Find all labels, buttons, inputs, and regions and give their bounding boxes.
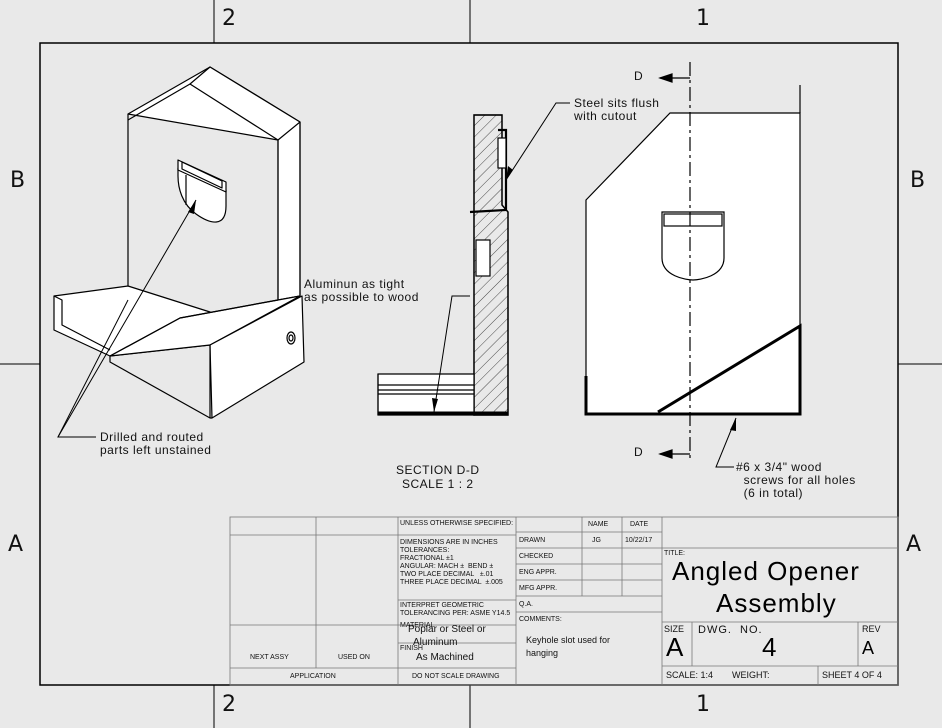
tb-rev-value: A	[862, 638, 875, 658]
zone-label-right-a: A	[906, 532, 922, 557]
zone-label-top-1: 1	[696, 6, 710, 31]
note-screws: #6 x 3/4" wood screws for all holes (6 i…	[736, 460, 856, 500]
tb-size-value: A	[666, 632, 684, 662]
front-view	[584, 62, 802, 460]
leader-arrows	[188, 166, 736, 431]
section-scale: SCALE 1 : 2	[402, 477, 474, 491]
tb-size-label: SIZE	[664, 624, 685, 634]
note-drilled: Drilled and routed parts left unstained	[100, 430, 212, 457]
tb-dwg-no-label: DWG. NO.	[698, 624, 763, 636]
tb-title-label: TITLE:	[664, 550, 686, 557]
tb-do-not-scale: DO NOT SCALE DRAWING	[412, 673, 500, 680]
tb-unless: UNLESS OTHERWISE SPECIFIED:	[400, 520, 514, 527]
section-marker-top: D	[634, 69, 644, 83]
section-marker-bottom: D	[634, 445, 644, 459]
zone-label-left-a: A	[8, 532, 24, 557]
tb-finish-value: As Machined	[416, 652, 474, 663]
tb-checked-label: CHECKED	[519, 553, 554, 560]
drawing-title-line2: Assembly	[716, 588, 837, 618]
zone-label-left-b: B	[10, 168, 26, 193]
tb-dimensions: DIMENSIONS ARE IN INCHES TOLERANCES: FRA…	[400, 539, 503, 586]
title-block-grid	[229, 516, 899, 686]
tb-sheet: SHEET 4 OF 4	[822, 670, 882, 680]
tb-drawn-label: DRAWN	[519, 537, 546, 544]
tb-rev-label: REV	[862, 624, 881, 634]
tb-name-header: NAME	[588, 521, 609, 528]
tb-weight: WEIGHT:	[732, 670, 770, 680]
tb-next-assy: NEXT ASSY	[250, 654, 289, 661]
tb-comments-label: COMMENTS:	[519, 616, 562, 623]
tb-interpret: INTERPRET GEOMETRIC TOLERANCING PER: ASM…	[400, 602, 511, 617]
drawing-title-line1: Angled Opener	[672, 556, 860, 586]
zone-label-bottom-2: 2	[222, 692, 236, 717]
zone-label-bottom-1: 1	[696, 692, 710, 717]
zone-label-top-2: 2	[222, 6, 236, 31]
tb-material-label: MATERIAL	[400, 622, 435, 629]
tb-date-header: DATE	[630, 521, 649, 528]
tb-dwg-no-value: 4	[762, 632, 777, 662]
section-title: SECTION D-D	[396, 463, 480, 477]
leader-lines	[57, 102, 737, 468]
tb-drawn-date: 10/22/17	[625, 537, 653, 544]
tb-used-on: USED ON	[338, 654, 370, 661]
tb-mfg-appr: MFG APPR.	[519, 585, 558, 592]
tb-material-value: Poplar or Steel or Aluminum	[408, 624, 486, 648]
tb-scale: SCALE: 1:4	[666, 670, 714, 680]
tb-qa: Q.A.	[519, 601, 534, 608]
tb-drawn-name: JG	[592, 537, 601, 544]
tb-comments-value: Keyhole slot used for hanging	[526, 635, 611, 658]
isometric-view	[53, 66, 305, 419]
note-steel: Steel sits flush with cutout	[574, 96, 660, 123]
zone-label-right-b: B	[910, 168, 926, 193]
note-aluminum: Aluminun as tight as possible to wood	[304, 277, 419, 304]
tb-application: APPLICATION	[290, 673, 336, 680]
section-view	[377, 114, 509, 416]
tb-eng-appr: ENG APPR.	[519, 569, 557, 576]
tb-finish-label: FINISH	[400, 645, 423, 652]
